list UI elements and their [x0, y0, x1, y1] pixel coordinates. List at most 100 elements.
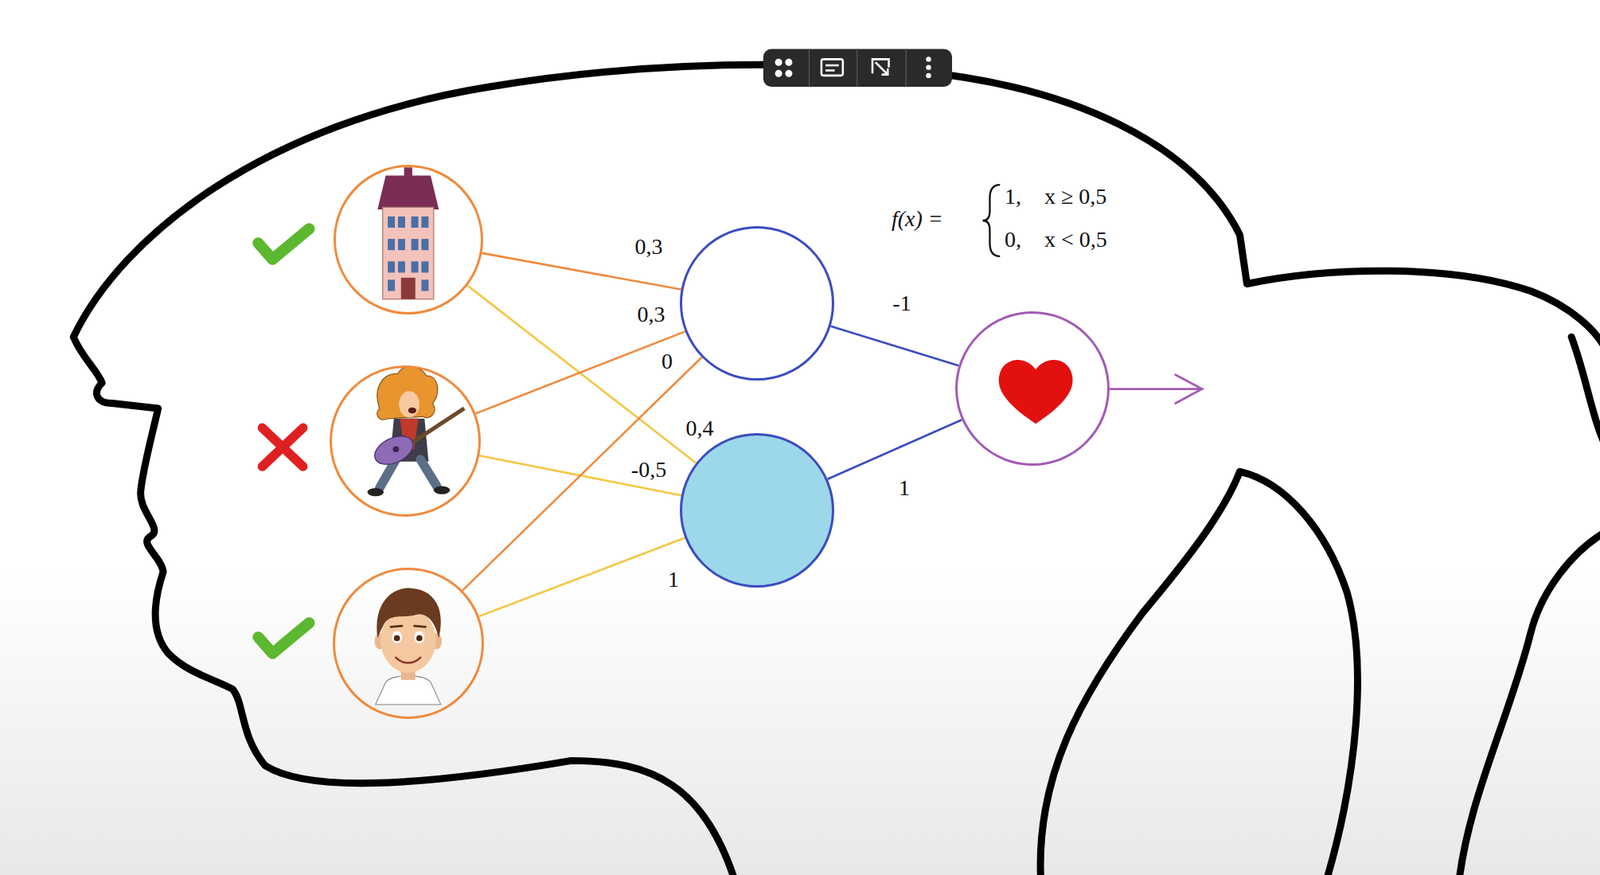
cross-mark — [261, 427, 303, 467]
video-toolbar — [825, 69, 836, 72]
input-neuron — [329, 365, 481, 517]
formula-condition: x < 0,5 — [1044, 226, 1108, 254]
formula-condition: x ≥ 0,5 — [1044, 183, 1107, 211]
input-neuron — [335, 166, 483, 314]
house-icon — [411, 238, 419, 250]
house-icon — [377, 175, 439, 210]
house-icon — [421, 279, 429, 291]
video-toolbar — [925, 73, 931, 79]
head-outline — [1239, 471, 1358, 875]
house-icon — [421, 238, 429, 250]
input-neuron — [333, 164, 484, 315]
weight-label: 1 — [896, 474, 913, 502]
weight-label: -1 — [889, 289, 914, 317]
weight-label: 0,4 — [683, 414, 717, 442]
output-neuron — [955, 311, 1110, 466]
head-outline — [1459, 530, 1600, 875]
person-icon — [376, 588, 441, 639]
weight-label: 1 — [665, 565, 682, 594]
hidden-neuron — [681, 227, 834, 380]
formula-value: 0, — [1004, 226, 1022, 254]
video-toolbar — [925, 64, 931, 70]
house-icon — [377, 167, 439, 299]
weight-label: -0,5 — [628, 456, 669, 484]
input-neuron — [332, 567, 484, 719]
rocker-icon — [398, 390, 420, 418]
house-icon — [411, 216, 419, 228]
person-icon — [394, 635, 401, 642]
check-mark — [257, 228, 309, 259]
weight-connection — [827, 419, 963, 480]
weight-connection — [462, 357, 703, 591]
person-icon — [416, 635, 423, 642]
input-neuron — [332, 567, 484, 719]
house-icon — [411, 261, 419, 273]
weight-connection — [831, 326, 960, 367]
weight-connection — [467, 285, 696, 464]
input-neuron — [329, 365, 481, 517]
house-icon — [387, 279, 395, 291]
weight-connection — [479, 538, 686, 617]
person-icon — [391, 631, 402, 644]
person-icon — [413, 631, 425, 644]
hidden-neuron — [679, 433, 835, 588]
hidden-neuron — [681, 434, 834, 587]
house-icon — [421, 216, 429, 228]
video-toolbar — [905, 49, 907, 87]
person-icon — [375, 675, 441, 705]
weight-connection — [831, 326, 960, 367]
weight-connection — [467, 285, 696, 464]
head-outline — [73, 336, 735, 875]
house-icon — [387, 261, 395, 273]
house-icon — [398, 261, 406, 273]
input-neuron — [334, 569, 484, 719]
rocker-icon — [420, 459, 438, 486]
person-icon — [374, 588, 442, 705]
rocker-icon — [377, 366, 438, 420]
video-toolbar — [925, 56, 931, 62]
hidden-neuron — [679, 226, 835, 381]
formula-value: 1, — [1004, 183, 1022, 211]
weight-connection — [827, 419, 963, 480]
function-formula: f(x) = — [891, 205, 944, 233]
output-neuron — [956, 312, 1109, 465]
person-icon — [395, 657, 421, 664]
weight-connection — [462, 357, 703, 591]
weight-connection — [475, 331, 685, 414]
rocker-icon — [393, 445, 400, 453]
house-icon — [398, 238, 406, 250]
input-neuron — [333, 164, 484, 315]
video-toolbar — [875, 62, 888, 75]
weight-label: 0,3 — [632, 233, 666, 261]
cross-mark — [261, 427, 303, 467]
hidden-neuron — [679, 226, 835, 381]
output-arrow — [1110, 387, 1202, 391]
rocker-icon — [366, 487, 384, 496]
head-outline — [1040, 471, 1240, 875]
video-toolbar — [856, 49, 858, 87]
rocker-icon — [433, 485, 451, 494]
video-toolbar — [821, 58, 843, 76]
house-icon — [382, 206, 434, 299]
output-arrow — [1175, 374, 1202, 404]
head-outline — [73, 64, 1600, 352]
output-arrow — [1110, 374, 1202, 404]
person-icon — [390, 625, 426, 627]
rocker-icon — [408, 408, 465, 445]
weight-label: 0,3 — [635, 300, 668, 328]
house-icon — [387, 238, 395, 250]
output-neuron — [955, 311, 1110, 466]
formula-brace — [982, 184, 1000, 257]
hidden-neuron — [679, 433, 835, 588]
weight-connection — [479, 538, 686, 617]
heart-icon — [999, 359, 1074, 424]
house-icon — [398, 216, 406, 228]
head-outline — [73, 64, 1600, 875]
rocker-icon — [366, 366, 465, 496]
weight-connection — [475, 331, 685, 414]
cross-mark — [261, 427, 303, 467]
video-toolbar — [808, 49, 810, 87]
video-toolbar — [775, 58, 783, 67]
